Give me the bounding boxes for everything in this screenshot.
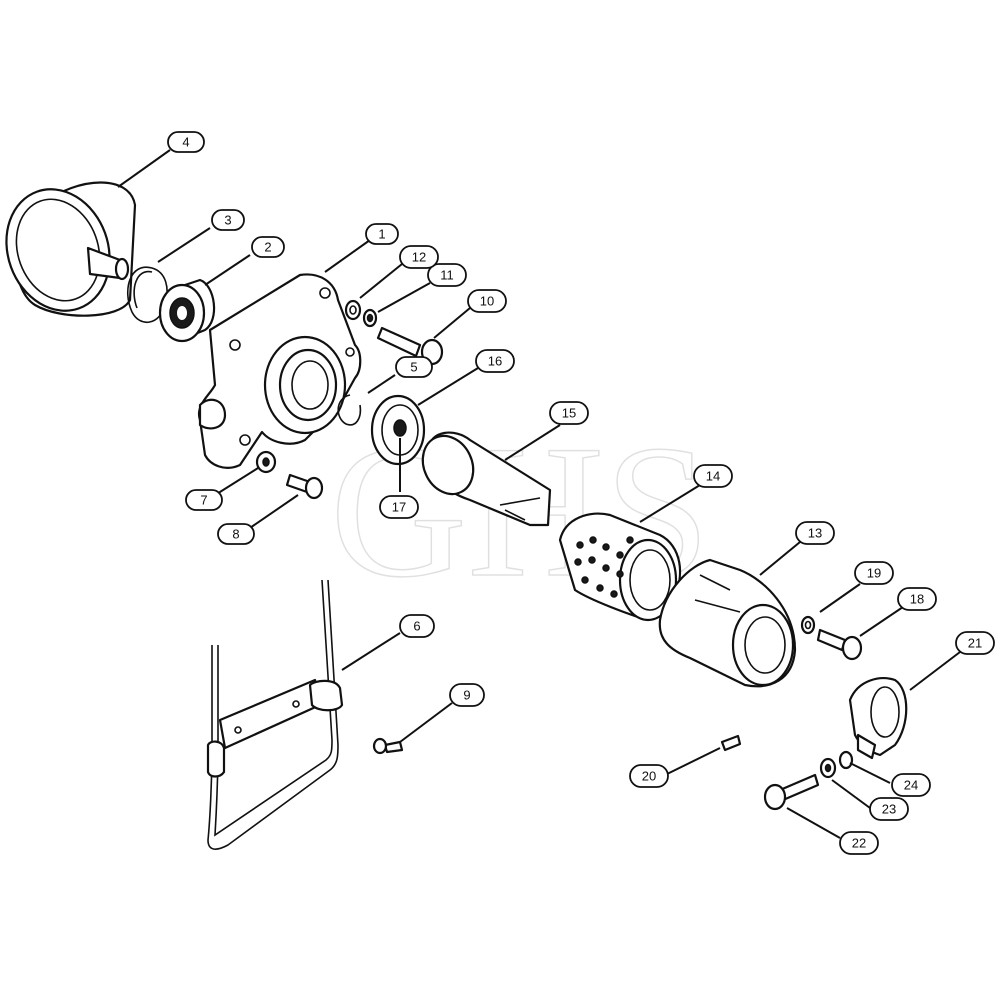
svg-text:11: 11 [440,268,454,283]
washer-12-part [344,299,362,321]
callout-7: 7 [185,489,223,511]
clamp-part [848,677,908,760]
svg-text:18: 18 [910,592,924,607]
screw-8-part [285,473,324,500]
callout-12: 12 [399,245,439,269]
callout-17: 17 [379,495,419,519]
callout-24: 24 [891,773,931,797]
svg-text:10: 10 [480,294,494,309]
callout-15: 15 [549,401,589,425]
svg-text:8: 8 [232,527,239,542]
svg-text:9: 9 [463,688,470,703]
callout-11: 11 [427,263,467,287]
housing-tube-part [658,558,797,688]
callout-16: 16 [475,349,515,373]
svg-text:16: 16 [488,354,502,369]
circlip-part [127,266,168,323]
callout-19: 19 [854,561,894,585]
svg-text:23: 23 [882,802,896,817]
svg-text:17: 17 [392,500,406,515]
callout-21: 21 [955,631,995,655]
shaft-seal-part [370,394,426,466]
callout-2: 2 [251,236,285,258]
sleeve-part [421,431,552,527]
svg-text:24: 24 [904,778,918,793]
callout-8: 8 [217,523,255,545]
svg-text:3: 3 [224,213,231,228]
svg-text:6: 6 [413,619,420,634]
svg-text:14: 14 [706,469,720,484]
screw-22-part [763,773,820,811]
callout-18: 18 [897,587,937,611]
gear-housing-part [197,273,362,469]
callout-4: 4 [167,131,205,153]
svg-text:22: 22 [852,836,866,851]
callout-10: 10 [467,289,507,313]
callout-5: 5 [395,356,433,378]
svg-text:13: 13 [808,526,822,541]
nut-24-part [838,750,854,770]
screw-9-part [372,737,404,755]
callout-23: 23 [869,797,909,821]
screw-18-part [816,628,863,661]
washer-11-part [362,308,378,328]
nut-7-part [255,450,277,474]
washer-19-part [800,615,816,635]
svg-text:7: 7 [200,493,207,508]
svg-text:4: 4 [182,135,189,150]
screw-20-part [720,734,742,752]
loop-handle-part [206,579,344,850]
svg-text:21: 21 [968,636,982,651]
svg-text:20: 20 [642,769,656,784]
svg-text:15: 15 [562,406,576,421]
svg-text:1: 1 [378,227,385,242]
callout-6: 6 [399,614,435,638]
callout-22: 22 [839,831,879,855]
svg-text:2: 2 [264,240,271,255]
callout-3: 3 [211,209,245,231]
callout-9: 9 [449,683,485,707]
clutch-drum-part [5,181,137,317]
callout-20: 20 [629,764,669,788]
washer-23-part [819,757,837,779]
perforated-cylinder-part [558,512,682,622]
svg-text:19: 19 [867,566,881,581]
svg-text:5: 5 [410,360,417,375]
callout-14: 14 [693,464,733,488]
callout-1: 1 [365,223,399,245]
callout-13: 13 [795,521,835,545]
circlip-5-part [337,394,362,426]
ball-bearing-part [158,278,216,343]
leader-lines [117,149,961,839]
svg-text:12: 12 [412,250,426,265]
